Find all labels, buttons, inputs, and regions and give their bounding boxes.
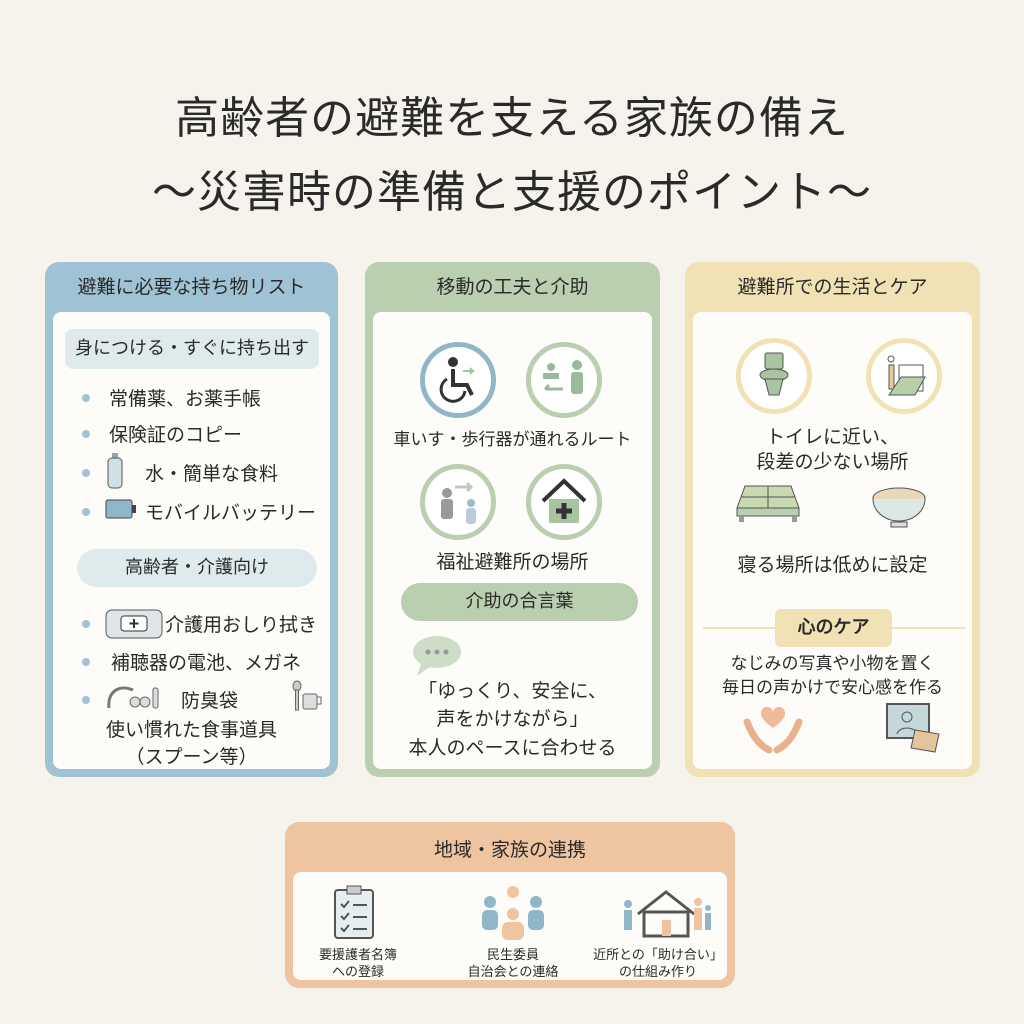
place-line: トイレに近い、 (765, 426, 899, 448)
list-item: 水・簡単な食料 (145, 463, 279, 485)
community-item-line: 要援護者名簿 (318, 948, 397, 963)
list-item-note: （スプーン等） (125, 746, 258, 768)
shelter-text: 福祉避難所の場所 (436, 551, 589, 573)
community-item-line: 民生委員 (486, 948, 539, 963)
hearing-aid-glasses-icon (105, 682, 163, 710)
list-item: 保険証のコピー (109, 424, 243, 446)
phrase-line: 本人のペースに合わせる (408, 737, 617, 759)
ramp-icon (866, 338, 942, 414)
route-text: 車いす・歩行器が通れるルート (393, 430, 632, 450)
list-item: 常備薬、お薬手帳 (109, 388, 262, 410)
water-bottle-icon (105, 452, 125, 490)
sleep-text: 寝る場所は低めに設定 (737, 554, 928, 576)
panel-body: 要援護者名簿 への登録 民生委員 自治会との連絡 近所との「助け合い」 の仕組み… (293, 872, 727, 980)
place-line: 段差の少ない場所 (756, 451, 909, 473)
title-line2: 〜災害時の準備と支援のポイント〜 (152, 167, 872, 218)
community-item-line: 自治会との連絡 (467, 965, 559, 980)
list-item: 介護用おしり拭き (165, 614, 318, 636)
heart-hands-icon (743, 704, 803, 754)
panel-header: 移動の工夫と介助 (436, 276, 589, 298)
phrase-line: 声をかけながら」 (436, 708, 589, 730)
battery-icon (105, 498, 137, 520)
section-header: 高齢者・介護向け (77, 549, 317, 587)
community-item-line: の仕組み作り (618, 965, 697, 980)
helper-icon (420, 464, 496, 540)
panel-header: 地域・家族の連携 (433, 839, 586, 861)
photo-frame-icon (885, 702, 943, 754)
title-line1: 高齢者の避難を支える家族の備え (175, 93, 849, 144)
wheelchair-icon (420, 342, 496, 418)
speech-bubble-icon (411, 634, 463, 678)
care-line: 毎日の声かけで安心感を作る (722, 678, 943, 698)
care-line: なじみの写真や小物を置く (730, 654, 935, 674)
low-bed-icon (735, 484, 801, 524)
panel-belongings: 避難に必要な持ち物リスト 身につける・すぐに持ち出す 常備薬、お薬手帳 保険証の… (45, 262, 338, 777)
panel-header: 避難所での生活とケア (737, 276, 928, 298)
toilet-icon (736, 338, 812, 414)
panel-community: 地域・家族の連携 要援護者名簿 への登録 民生委員 自治会との連絡 近所との「助… (285, 822, 735, 988)
clipboard-checklist-icon (333, 884, 375, 940)
community-item-line: 近所との「助け合い」 (593, 948, 723, 963)
welfare-shelter-icon (526, 464, 602, 540)
community-group-icon (478, 884, 548, 940)
list-item: 補聴器の電池、メガネ (111, 652, 302, 674)
phrase-line: 「ゆっくり、安全に、 (418, 680, 607, 702)
panel-body: 車いす・歩行器が通れるルート 福祉避難所の場所 介助の合言葉 「ゆっくり、安全に… (373, 312, 652, 769)
list-item: 防臭袋 (181, 690, 239, 712)
section-header: 心のケア (775, 609, 892, 647)
community-item-line: への登録 (331, 965, 384, 980)
neighbors-house-icon (618, 888, 714, 938)
list-item: モバイルバッテリー (145, 502, 317, 524)
panel-movement: 移動の工夫と介助 車いす・歩行器が通れるルート 福祉避難所の場所 介助の合言葉 … (365, 262, 660, 777)
spoon-cup-icon (289, 680, 325, 712)
section-header: 身につける・すぐに持ち出す (65, 329, 319, 369)
panel-body: トイレに近い、 段差の少ない場所 寝る場所は低めに設定 心のケア なじみの写真や… (693, 312, 972, 769)
panel-body: 身につける・すぐに持ち出す 常備薬、お薬手帳 保険証のコピー 水・簡単な食料 モ… (53, 312, 330, 769)
wipes-icon (105, 608, 163, 640)
walker-assist-icon (526, 342, 602, 418)
section-header: 介助の合言葉 (401, 583, 638, 621)
panel-header: 避難に必要な持ち物リスト (77, 276, 306, 298)
porridge-bowl-icon (871, 486, 927, 530)
panel-shelter-life: 避難所での生活とケア トイレに近い、 段差の少ない場所 寝る場所は低めに設定 心… (685, 262, 980, 777)
list-item: 使い慣れた食事道具 (105, 719, 277, 741)
